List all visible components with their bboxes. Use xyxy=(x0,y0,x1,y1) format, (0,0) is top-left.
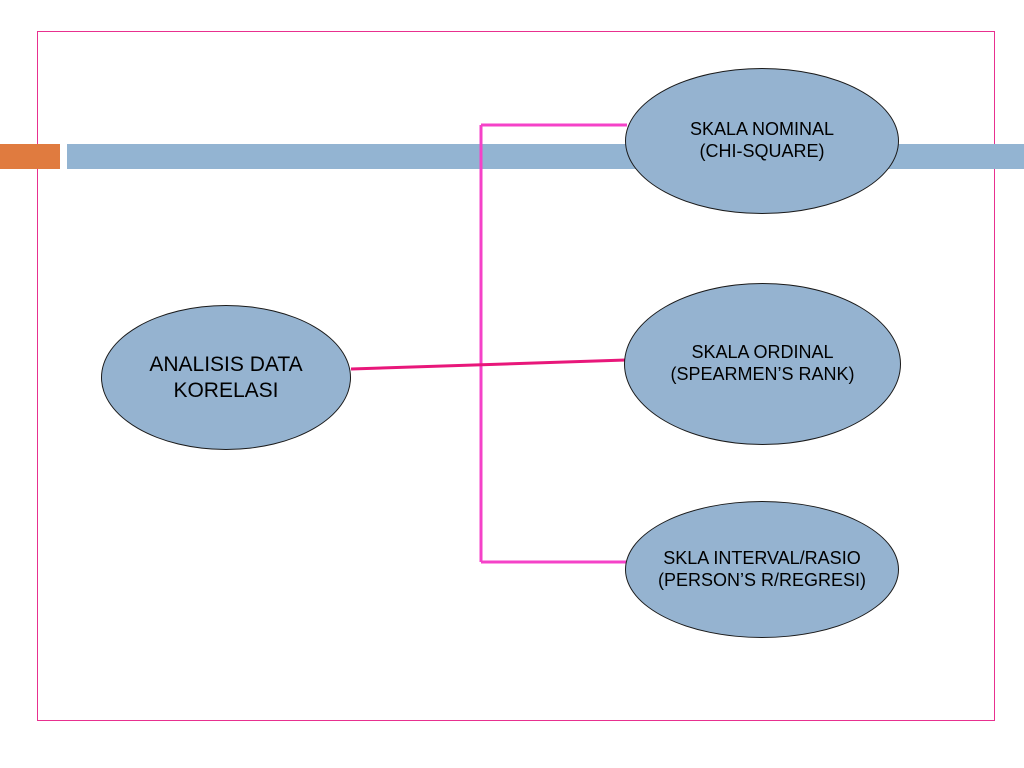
node-interval-text: SKLA INTERVAL/RASIO (PERSON’S R/REGRESI) xyxy=(658,548,866,591)
node-main-line1: ANALISIS DATA xyxy=(149,353,303,377)
node-analisis-data-korelasi: ANALISIS DATA KORELASI xyxy=(101,305,351,450)
slide-frame xyxy=(37,31,995,721)
node-ordinal-line1: SKALA ORDINAL xyxy=(691,342,834,363)
node-interval-line1: SKLA INTERVAL/RASIO xyxy=(663,547,861,568)
node-ordinal-text: SKALA ORDINAL (SPEARMEN’S RANK) xyxy=(670,342,854,385)
node-skala-nominal: SKALA NOMINAL (CHI-SQUARE) xyxy=(625,68,899,214)
accent-bar xyxy=(0,144,60,169)
node-interval-line2: (PERSON’S R/REGRESI) xyxy=(657,569,867,590)
node-skala-interval-rasio: SKLA INTERVAL/RASIO (PERSON’S R/REGRESI) xyxy=(625,501,899,638)
node-ordinal-line2: (SPEARMEN’S RANK) xyxy=(670,364,855,384)
node-main-line2: KORELASI xyxy=(173,378,279,402)
node-nominal-line1: SKALA NOMINAL xyxy=(689,119,835,140)
node-nominal-line2: (CHI-SQUARE) xyxy=(699,141,825,161)
connector-main-to-ordinal xyxy=(350,358,627,371)
node-main-text: ANALISIS DATA KORELASI xyxy=(149,352,302,402)
node-skala-ordinal: SKALA ORDINAL (SPEARMEN’S RANK) xyxy=(624,283,901,445)
node-nominal-text: SKALA NOMINAL (CHI-SQUARE) xyxy=(690,119,834,162)
